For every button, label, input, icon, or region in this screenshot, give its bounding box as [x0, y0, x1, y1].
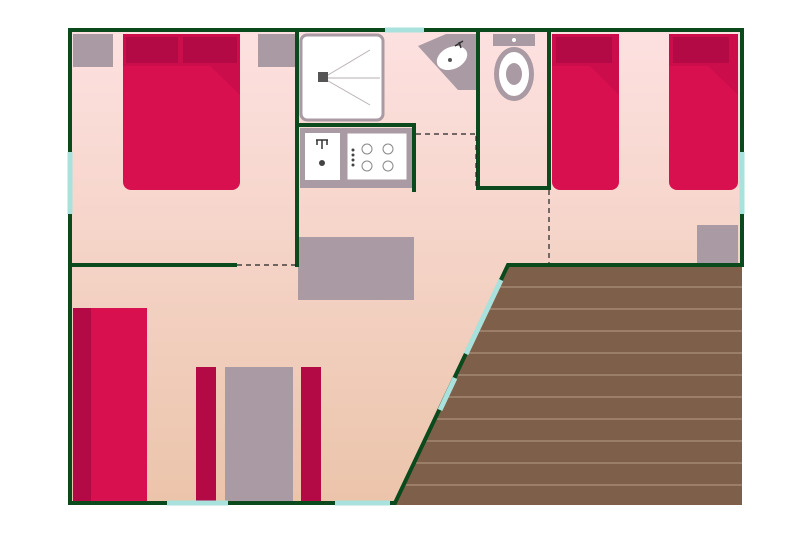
- bench: [196, 367, 216, 501]
- kitchen-counter: [300, 128, 412, 188]
- shower-drain-icon: [318, 72, 328, 82]
- pillow: [126, 37, 178, 63]
- dining-set: [196, 367, 321, 501]
- bench: [301, 367, 321, 501]
- pillow: [183, 37, 237, 63]
- nightstand-right: [258, 34, 296, 67]
- single-bed-left: [552, 34, 619, 190]
- nightstand-left: [73, 34, 113, 67]
- washbasin: [418, 34, 476, 90]
- window: [437, 376, 458, 412]
- toilet: [493, 34, 535, 101]
- window: [463, 278, 504, 356]
- walls: [68, 28, 744, 505]
- coffee-table: [298, 237, 414, 300]
- pillow: [673, 37, 729, 63]
- shower: [299, 33, 385, 122]
- double-bed: [123, 34, 240, 190]
- stove: [346, 132, 408, 181]
- nightstand: [697, 225, 738, 263]
- windows: [67, 27, 745, 506]
- dining-table: [225, 367, 293, 501]
- sofa: [73, 308, 147, 501]
- single-bed-right: [669, 34, 738, 190]
- pillow: [556, 37, 612, 63]
- door-openings: [237, 133, 550, 266]
